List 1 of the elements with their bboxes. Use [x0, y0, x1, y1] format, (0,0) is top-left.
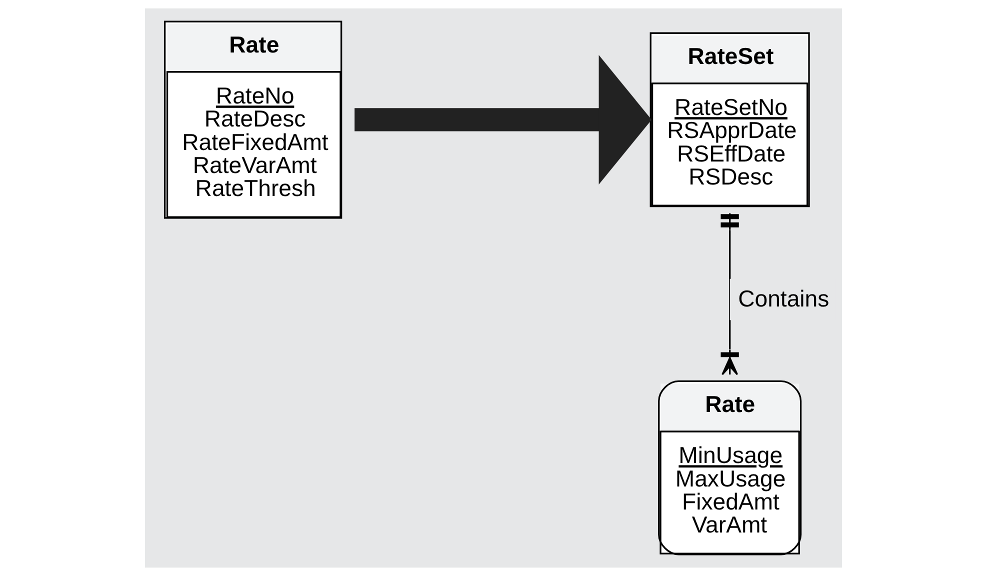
- edge-label: Contains: [738, 285, 829, 312]
